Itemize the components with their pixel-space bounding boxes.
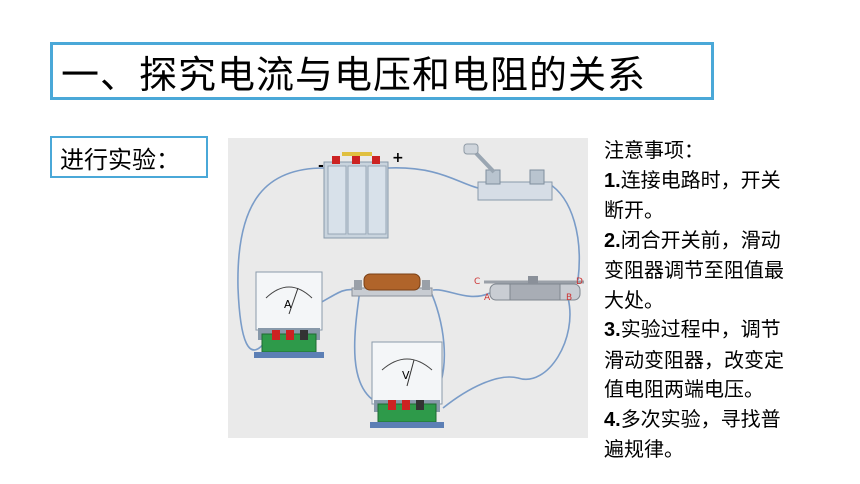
battery [323,152,389,239]
section-label-box: 进行实验： [50,136,208,178]
rheostat-label-c: C [474,277,480,287]
note-item-3-text-3: 值电阻两端电压。 [604,377,764,401]
rheostat [484,276,584,301]
note-item-1-number: 1. [604,169,621,192]
note-item-4-line-1: 4.多次实验，寻找普 [604,405,840,436]
note-item-4-number: 4. [604,408,621,431]
note-item-4-text-2: 遍规律。 [604,437,684,461]
notes-heading: 注意事项： [604,138,704,162]
note-item-2-text-2: 变阻器调节至阻值最 [604,258,784,282]
note-item-2-line-1: 2.闭合开关前，滑动 [604,226,840,257]
note-item-2-number: 2. [604,229,621,252]
note-item-3-number: 3. [604,319,621,341]
ammeter [254,271,324,358]
wire-battery-ammeter [237,167,325,351]
title-box: 一、探究电流与电压和电阻的关系 [50,42,714,100]
page-title: 一、探究电流与电压和电阻的关系 [61,52,647,97]
note-item-3-text-1: 实验过程中，调节 [620,317,781,341]
note-item-3-line-1: 3.实验过程中，调节 [604,315,840,346]
rheostat-label-a: A [484,293,491,303]
note-item-2-text-3: 大处。 [604,287,664,312]
note-item-1-text-2: 断开。 [604,198,664,222]
voltmeter [370,341,444,428]
section-label: 进行实验： [60,145,180,174]
note-item-2-text-1: 闭合开关前，滑动 [620,227,781,252]
wire-rheostat-resistor [432,289,491,298]
rheostat-label-d: D [576,277,583,287]
battery-minus-label: - [318,158,324,174]
ammeter-letter: A [284,298,292,311]
wire-resistor-voltmeter [353,289,379,404]
wire-battery-switch [387,167,479,189]
circuit-svg: - + C D A B [237,143,584,428]
notes-panel: 注意事项： 1.连接电路时，开关 断开。 2.闭合开关前，滑动 变阻器调节至阻值… [604,136,840,465]
note-item-1-text-1: 连接电路时，开关 [620,167,781,192]
note-item-4-text-1: 多次实验，寻找普 [620,406,781,431]
note-item-3-text-2: 滑动变阻器，改变定 [604,347,784,372]
wire-rheostat-voltmeter [442,297,571,409]
voltmeter-letter: V [402,369,410,382]
note-item-1-line-1: 1.连接电路时，开关 [604,166,840,197]
wire-switch-rheostat [547,182,581,281]
circuit-diagram: - + C D A B [228,138,588,438]
wire-resistor-ammeter [319,288,357,304]
fixed-resistor [351,273,433,297]
knife-switch [463,143,553,201]
rheostat-label-b: B [566,293,572,303]
battery-plus-label: + [392,150,404,166]
wires [237,167,581,409]
